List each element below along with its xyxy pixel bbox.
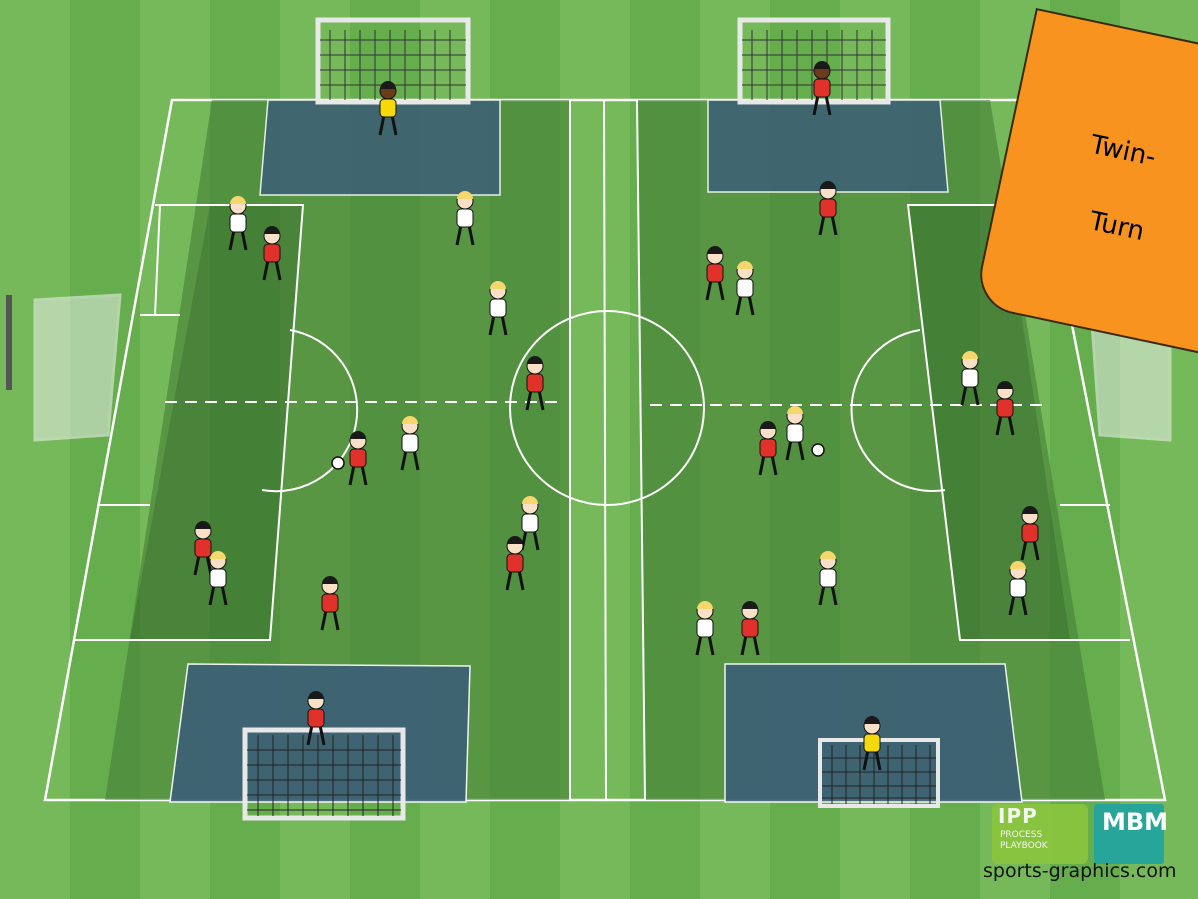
ipp-logo: IPP PROCESS PLAYBOOK <box>992 804 1088 864</box>
ball-icon <box>812 444 824 456</box>
mbm-logo-title: MBM <box>1102 808 1168 836</box>
banner-line-1: Twin- <box>1088 130 1159 173</box>
ipp-logo-title: IPP <box>998 804 1038 828</box>
banner-line-2: Turn <box>1087 206 1147 247</box>
goal-zone-bottom-left <box>170 664 470 802</box>
mbm-logo: MBM <box>1094 804 1164 864</box>
ipp-logo-line1: PROCESS <box>1000 830 1042 840</box>
credit-text: sports-graphics.com <box>983 860 1176 882</box>
ball-icon <box>332 457 344 469</box>
goal-zone-top-right <box>708 100 948 192</box>
ipp-logo-line2: PLAYBOOK <box>1000 841 1048 851</box>
logos: IPP PROCESS PLAYBOOK MBM <box>992 804 1164 864</box>
